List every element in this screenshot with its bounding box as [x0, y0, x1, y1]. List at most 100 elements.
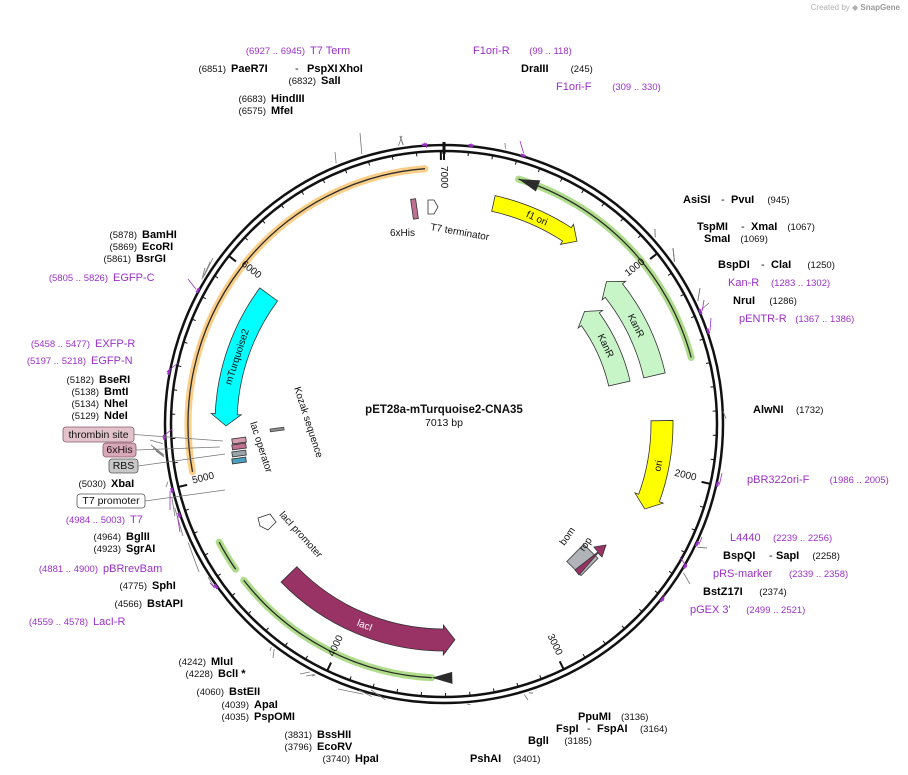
- site-label: FspI: [556, 723, 579, 735]
- minor-tick: [322, 179, 326, 184]
- name-text: FspAI: [597, 723, 628, 735]
- rop-arrow: [574, 544, 607, 576]
- site-leader: [697, 287, 701, 302]
- minor-tick: [601, 202, 605, 207]
- t7-terminator-label: T7 terminator: [429, 222, 490, 243]
- site-leader: [201, 267, 206, 280]
- coord-text: (6683): [239, 94, 266, 105]
- minor-tick: [620, 217, 624, 222]
- minor-tick: [244, 236, 249, 241]
- minor-tick: [349, 676, 352, 681]
- primer-label: (5458 .. 5477)EXFP-R: [31, 338, 136, 350]
- primer-label: (4881 .. 4900)pBRrevBam: [39, 563, 162, 575]
- site-label: PspXI: [307, 63, 338, 75]
- name-text: SapI: [776, 550, 799, 562]
- site-label: (4039)ApaI: [222, 699, 278, 711]
- coord-text: (5129): [72, 411, 99, 422]
- minor-tick: [344, 169, 348, 174]
- minor-tick: [261, 219, 266, 224]
- minor-tick: [699, 338, 704, 341]
- primer-label: pBR322ori-F(1986 .. 2005): [747, 474, 889, 486]
- coord-text: (1986 .. 2005): [830, 475, 889, 486]
- coord-text: (2499 .. 2521): [746, 605, 805, 616]
- name-text: SmaI: [704, 233, 730, 245]
- site-label: SapI (2258): [776, 550, 840, 562]
- label-leaders: [133, 132, 727, 706]
- coord-text: (6575): [239, 106, 266, 117]
- minor-tick: [280, 204, 285, 209]
- name-text: ClaI: [771, 259, 791, 271]
- name-text: PshAI: [470, 753, 501, 765]
- name-text: BclI *: [218, 668, 246, 680]
- coord-text: (4242): [179, 657, 206, 668]
- primer-label: pRS-marker(2339 .. 2358): [713, 568, 848, 580]
- site-leader: [311, 674, 316, 677]
- minor-tick: [699, 505, 705, 508]
- coord-text: (4035): [222, 712, 249, 723]
- minor-tick: [637, 234, 642, 239]
- minor-tick: [537, 168, 541, 173]
- coord-text: (4984 .. 5003): [66, 515, 125, 526]
- site-leader: [174, 507, 184, 537]
- major-tick: [228, 255, 237, 263]
- minor-tick: [690, 315, 695, 319]
- ori-label: ori: [652, 459, 665, 472]
- coord-text: (6832): [289, 76, 316, 87]
- site-label: (6575)MfeI: [239, 105, 293, 117]
- name-text: SgrAI: [126, 543, 155, 555]
- minor-tick: [214, 275, 219, 279]
- site-leader: [359, 132, 363, 155]
- minor-tick: [514, 160, 517, 165]
- coord-text: (245): [571, 64, 593, 75]
- name-text: SalI: [321, 75, 341, 87]
- primer-leader: [209, 582, 215, 589]
- name-text: EcoRI: [142, 241, 173, 253]
- site-label: (6832) SalI: [289, 75, 341, 87]
- minor-tick: [305, 655, 309, 660]
- coord-text: (1250): [807, 260, 834, 271]
- snapgene-logo-icon: ◆: [852, 3, 859, 12]
- primer-marker: [167, 369, 171, 376]
- coord-text: (2258): [812, 551, 839, 562]
- site-label: BstZ17I(2374): [703, 586, 787, 598]
- coord-text: (4923): [94, 544, 121, 555]
- name-text: pGEX 3': [690, 604, 731, 616]
- site-leader: [203, 257, 214, 276]
- minor-tick: [492, 688, 495, 693]
- site-leader: [466, 703, 471, 706]
- minor-tick: [705, 362, 711, 364]
- boxed-label-text: T7 promoter: [82, 495, 140, 507]
- site-label: SmaI (1069): [704, 233, 768, 245]
- primer-marker: [170, 487, 174, 494]
- site-label: (4035)PspOMI: [222, 711, 295, 723]
- tick-label: 5000: [191, 470, 216, 486]
- minor-tick: [191, 318, 196, 322]
- coord-text: (5861): [104, 254, 131, 265]
- kozak-label: Kozak sequence: [291, 386, 324, 460]
- coord-text: (1732): [796, 405, 823, 416]
- coord-text: (3831): [285, 730, 312, 741]
- name-text: TspMI: [697, 221, 728, 233]
- name-text: EcoRV: [317, 741, 353, 753]
- site-label: PpuMI(3136): [578, 711, 648, 723]
- site-label: TspMI: [697, 221, 728, 233]
- site-label: NruI(1286): [733, 295, 797, 307]
- name-text: PpuMI: [578, 711, 611, 723]
- site-label: DraIII (245): [521, 63, 593, 75]
- site-leader: [697, 546, 708, 549]
- minor-tick: [231, 592, 236, 597]
- name-text: DraIII: [521, 63, 549, 75]
- boxed-label-frame: [108, 458, 139, 474]
- boxed-feature-label: RBS: [108, 458, 139, 474]
- minor-tick: [516, 682, 519, 687]
- site-label: AlwNI(1732): [753, 404, 823, 416]
- site-label: (4775)SphI: [120, 580, 176, 592]
- coord-text: (1069): [740, 234, 767, 245]
- name-text: XmaI: [751, 221, 777, 233]
- site-label: (5878)BamHI: [110, 229, 177, 241]
- laci-outer-band-line: [243, 579, 432, 679]
- name-text: T7 Term: [310, 45, 350, 57]
- name-text: AsiSI: [683, 194, 711, 206]
- coord-text: (3401): [513, 754, 540, 765]
